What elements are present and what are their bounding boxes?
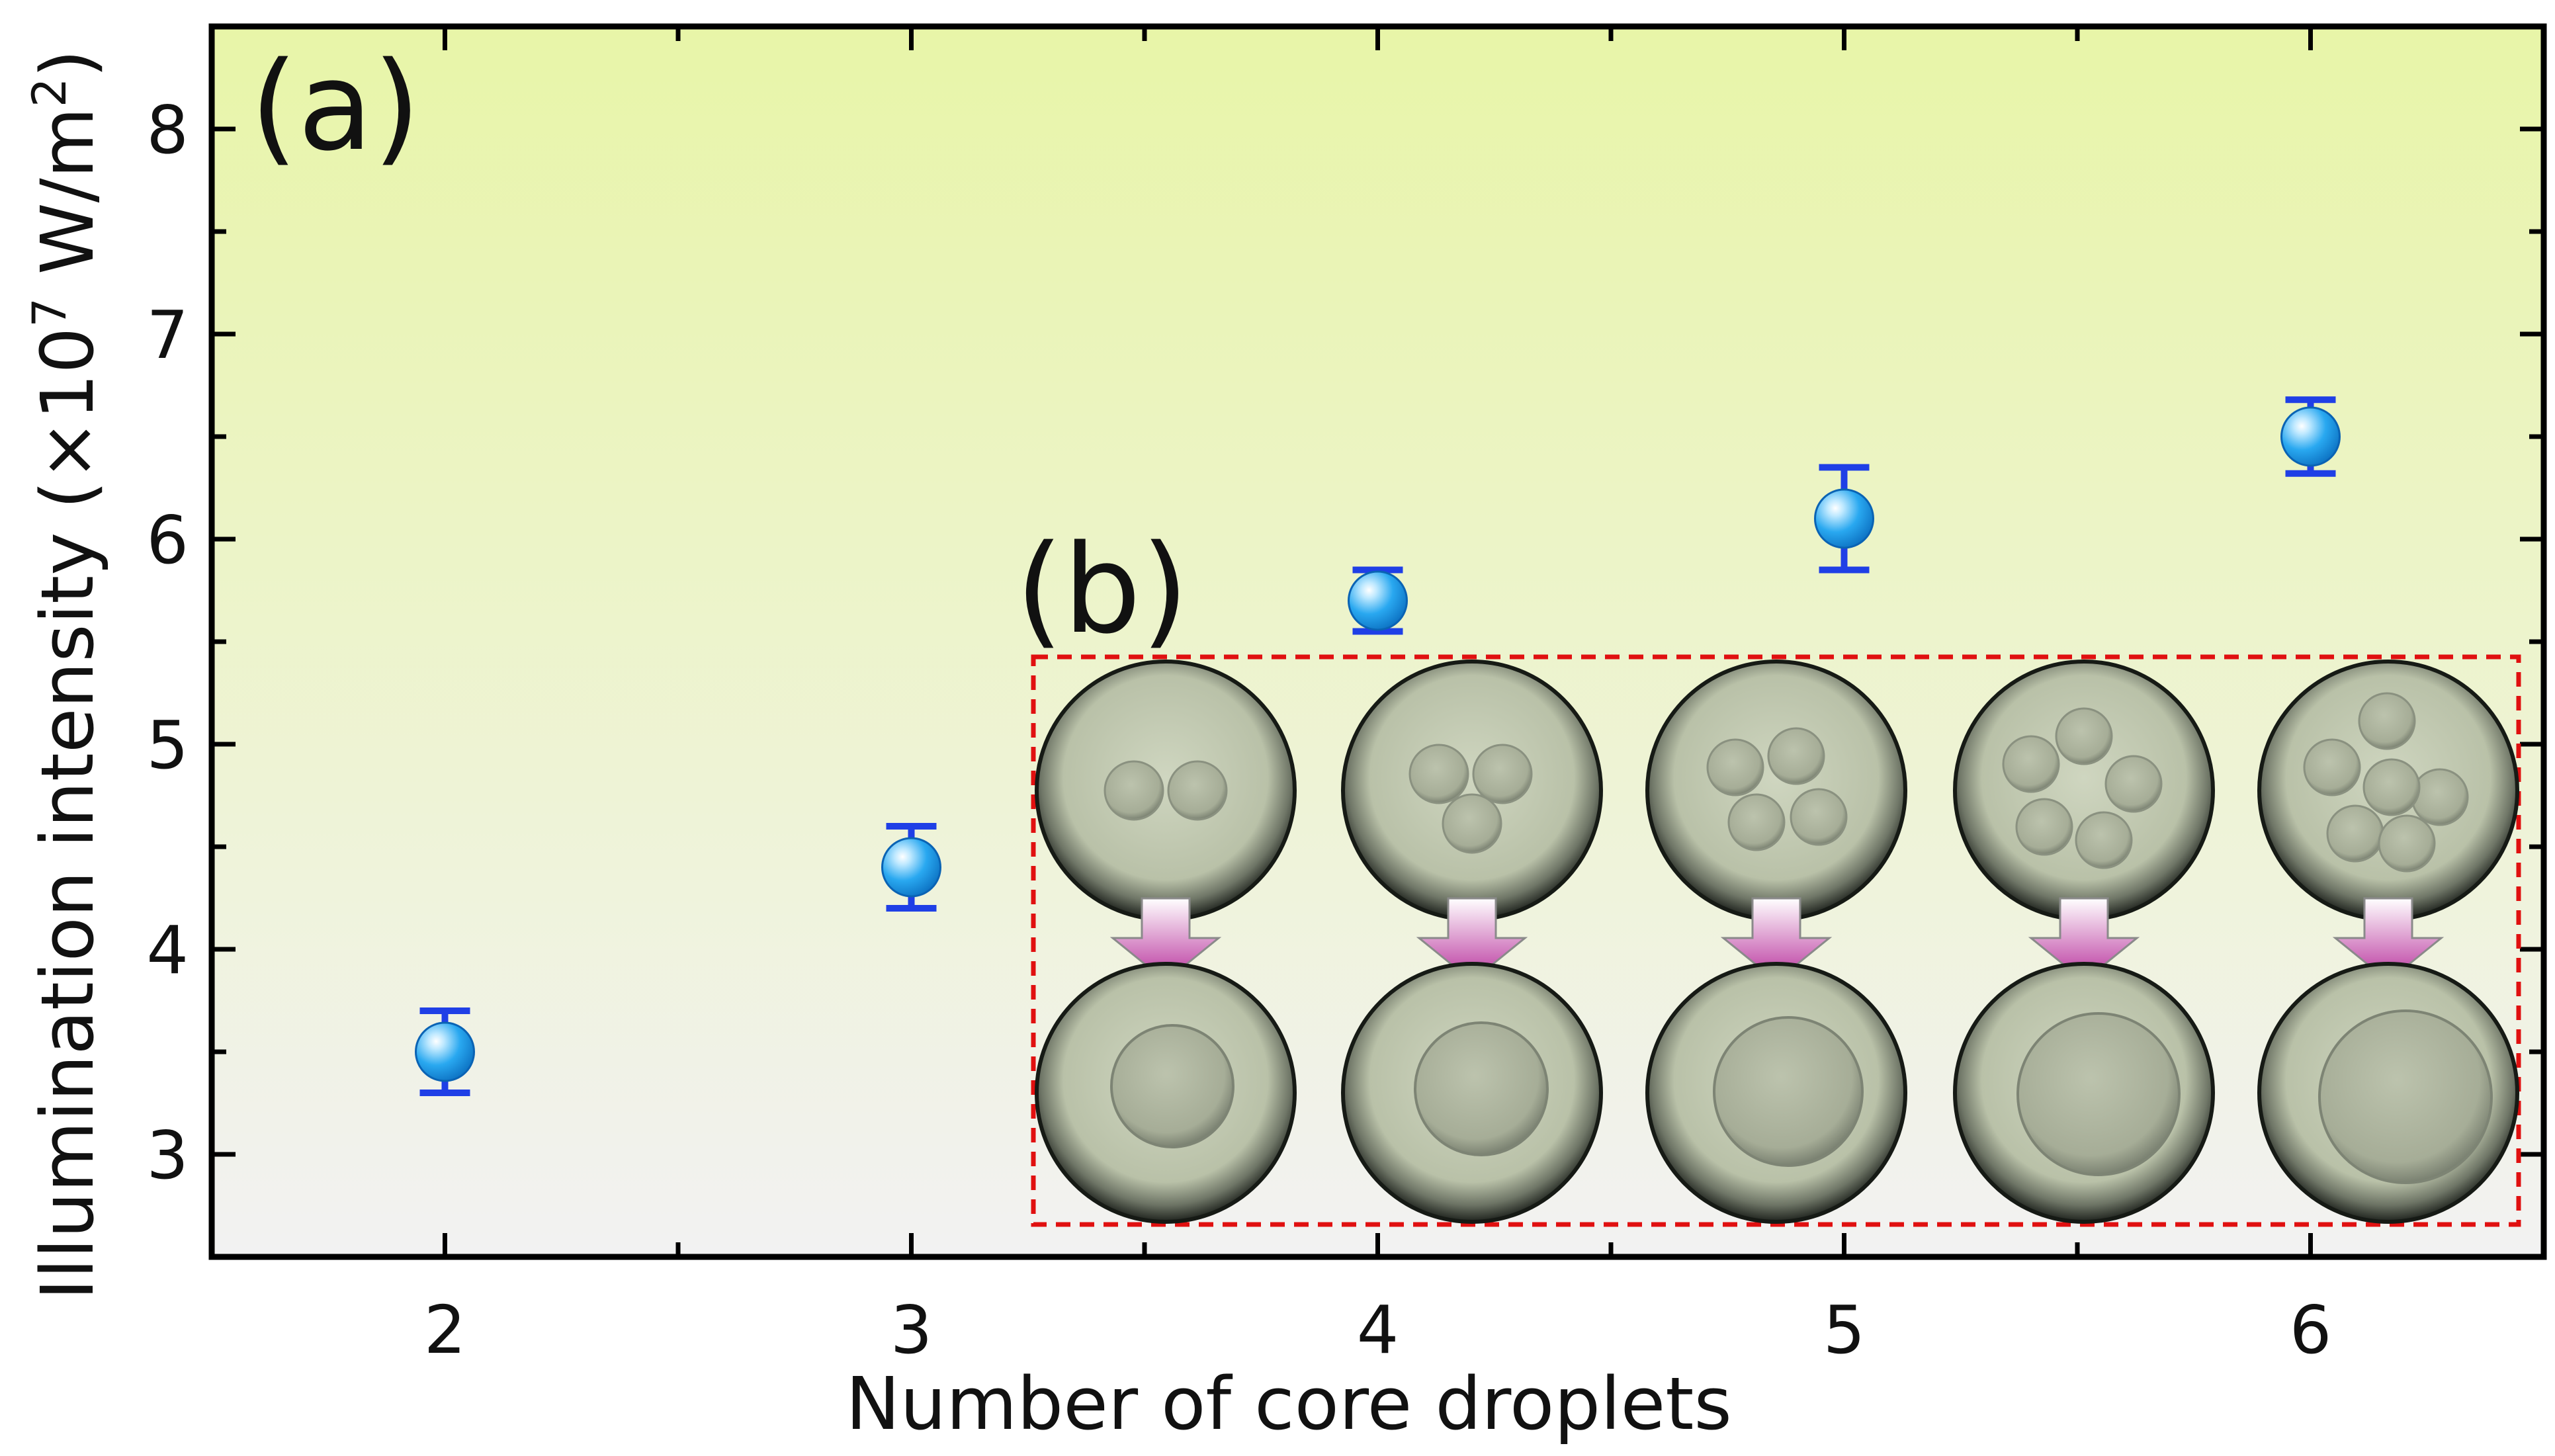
merged-core	[1110, 1024, 1234, 1148]
x-tick-label: 4	[1357, 1291, 1399, 1369]
droplet-before	[1645, 660, 1907, 921]
tick-labels: 2 3 4 5 6 3 4 5 6 7 8	[146, 91, 2331, 1369]
data-point	[1814, 488, 1874, 549]
core-droplet	[2326, 804, 2384, 863]
core-droplet	[2075, 811, 2133, 869]
core-droplet	[1167, 760, 1228, 821]
core-droplet	[1767, 727, 1825, 785]
y-tick-label: 7	[146, 296, 189, 374]
merge-arrow	[1720, 897, 1833, 982]
merged-core	[1713, 1016, 1864, 1167]
panel-label-b: (b)	[1016, 518, 1189, 661]
core-droplet	[1472, 744, 1533, 804]
core-droplet	[2411, 768, 2469, 826]
merge-arrow	[2028, 897, 2140, 982]
core-droplet	[1104, 760, 1164, 821]
inset-border	[1031, 654, 2521, 1227]
merge-arrow	[2332, 897, 2445, 982]
droplet-before	[1341, 660, 1603, 921]
x-tick-label: 2	[424, 1291, 466, 1369]
inset-b	[1031, 654, 2521, 1227]
data-point	[1348, 570, 1408, 631]
y-tick-label: 6	[146, 501, 189, 579]
x-tick-label: 5	[1823, 1291, 1866, 1369]
y-tick-label: 4	[146, 912, 189, 989]
y-axis-title: Illumination intensity (×107 W/m2)	[22, 50, 110, 1301]
plot-frame	[208, 23, 2547, 1260]
core-droplet	[2002, 735, 2060, 793]
x-axis-title: Number of core droplets	[845, 1361, 1732, 1446]
core-droplet	[1442, 793, 1502, 854]
core-droplet	[2362, 758, 2421, 816]
core-droplet	[2358, 692, 2416, 750]
merge-arrow	[1109, 897, 1222, 982]
core-droplet	[2378, 814, 2436, 873]
merge-arrow	[1416, 897, 1528, 982]
x-tick-label: 6	[2290, 1291, 2332, 1369]
core-droplet	[2104, 755, 2163, 813]
merged-core	[1414, 1021, 1549, 1156]
core-droplet	[2015, 798, 2073, 856]
data-point	[415, 1021, 475, 1082]
y-tick-label: 8	[146, 91, 189, 169]
x-tick-label: 3	[890, 1291, 933, 1369]
core-droplet	[1706, 738, 1764, 796]
droplet-before	[1035, 660, 1297, 921]
data-point	[881, 837, 941, 898]
panel-label-a: (a)	[250, 35, 421, 178]
merged-core	[2318, 1009, 2493, 1184]
droplet-before	[1953, 660, 2215, 921]
core-droplet	[1408, 744, 1469, 804]
y-tick-label: 3	[146, 1117, 189, 1194]
core-droplet	[1790, 788, 1848, 846]
core-droplet	[2303, 738, 2361, 796]
data-point	[2280, 406, 2341, 467]
y-tick-label: 5	[146, 707, 189, 784]
core-droplet	[2055, 707, 2113, 765]
data-points	[415, 396, 2341, 1096]
merged-core	[2016, 1012, 2181, 1176]
core-droplet	[1727, 793, 1786, 851]
